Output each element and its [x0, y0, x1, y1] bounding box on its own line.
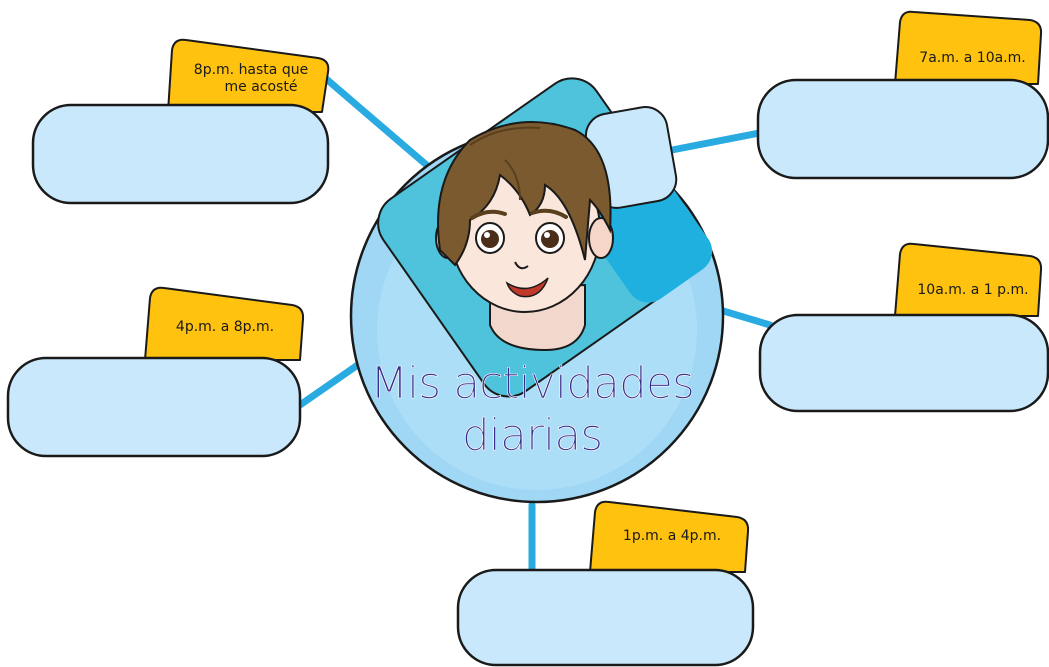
tab-4pm	[144, 286, 305, 361]
slot-label-8pm-line1: 8p.m. hasta que	[193, 62, 309, 78]
box-8pm[interactable]	[31, 103, 330, 205]
child-face-illustration	[435, 121, 614, 352]
box-10am[interactable]	[758, 313, 1049, 413]
connector-lines	[296, 61, 779, 579]
tab-10am	[894, 242, 1043, 317]
connector-10am	[716, 306, 774, 329]
slot-label-10am: 10a.m. a 1 p.m.	[917, 282, 1029, 298]
box-1pm[interactable]	[456, 568, 755, 667]
slot-label-8pm: 8p.m. hasta que me acosté	[176, 62, 326, 96]
slot-label-4pm: 4p.m. a 8p.m.	[175, 319, 275, 335]
tab-7am	[894, 10, 1043, 85]
connector-4pm	[296, 358, 366, 409]
box-4pm[interactable]	[6, 356, 302, 458]
box-7am[interactable]	[756, 78, 1049, 180]
tab-1pm	[589, 500, 750, 573]
diagram-title-line1: Mis actividades	[370, 358, 695, 410]
slot-label-7am: 7a.m. a 10a.m.	[919, 50, 1026, 66]
tab-8pm	[167, 38, 330, 113]
diagram-title-line2: diarias	[461, 410, 604, 462]
connector-8pm	[306, 61, 434, 172]
slot-label-8pm-line2: me acosté	[224, 79, 298, 95]
activity-boxes	[6, 78, 1049, 667]
slot-label-1pm: 1p.m. a 4p.m.	[622, 528, 722, 544]
time-tabs	[144, 10, 1043, 573]
